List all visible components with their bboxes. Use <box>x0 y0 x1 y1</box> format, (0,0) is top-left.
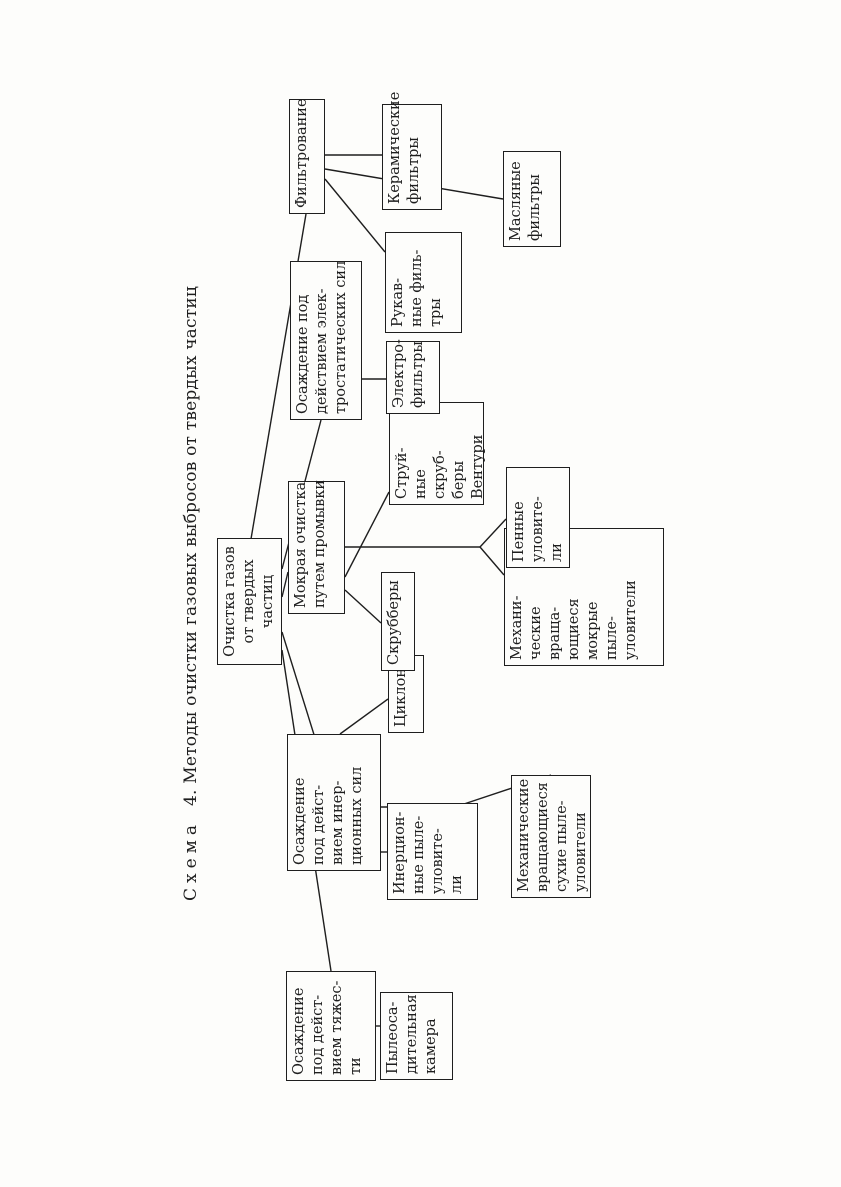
edge-wet-foam <box>479 518 507 548</box>
node-mechanical-dry-collectors: Механические вращающиеся сухие пыле- уло… <box>511 775 591 898</box>
node-settling-chamber: Пылеоса- дительная камера <box>380 992 453 1080</box>
node-filtration: Фильтрование <box>289 98 325 214</box>
node-bag-filters: Рукав- ные филь- тры <box>385 232 462 333</box>
edge-wet-venturi <box>344 491 390 578</box>
node-ceramic-filters: Керамические фильтры <box>382 92 442 210</box>
scheme-label: Схема <box>181 819 201 901</box>
node-foam-collectors: Пенные уловите- ли <box>506 467 570 568</box>
edge-wet-scrubbers <box>344 589 382 624</box>
node-wet-cleaning: Мокрая очистка путем промывки <box>288 480 345 614</box>
node-oil-filters: Масляные фильтры <box>503 151 561 247</box>
scheme-title-text: Методы очистки газовых выбросов от тверд… <box>181 286 201 784</box>
node-electrofilters: Электро- фильтры <box>386 339 440 414</box>
node-gravity-settling: Осаждение под дейст- вием тяжес- ти <box>286 971 376 1081</box>
node-venturi-scrubbers: Струй- ные скруб- беры Вентури <box>389 402 486 505</box>
node-inertial-settling: Осаждение под дейст- вием инер- ционных … <box>287 734 381 871</box>
edge-inertial-cyclones <box>339 698 389 735</box>
scheme-number: 4. <box>181 789 201 806</box>
scheme-title: Схема 4. Методы очистки газовых выбросов … <box>181 0 201 1187</box>
edge-filtration-bag <box>324 178 386 253</box>
node-electrostatic-settling: Осаждение под действием элек- тростатиче… <box>290 261 362 420</box>
node-inertial-collectors: Инерцион- ные пыле- уловите- ли <box>387 803 478 900</box>
node-scrubbers: Скрубберы <box>381 572 415 671</box>
edge-root-wet <box>281 571 289 598</box>
edge-wet-mechwet <box>479 546 505 576</box>
node-gas-cleaning: Очистка газов от твердых частиц <box>217 538 282 665</box>
